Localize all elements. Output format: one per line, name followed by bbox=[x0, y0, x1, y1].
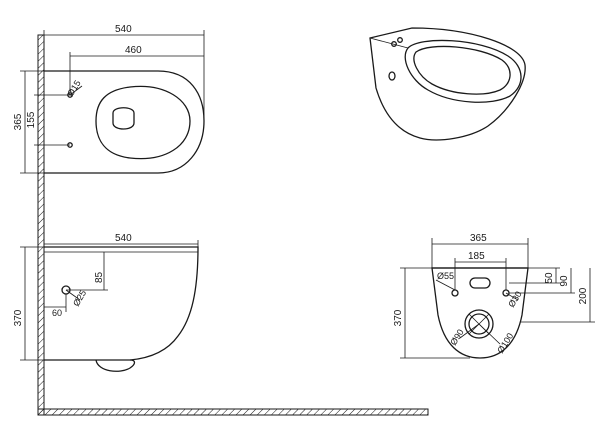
iso-mount-hole-front bbox=[397, 37, 403, 43]
front-view-hole-left bbox=[451, 289, 459, 297]
side-view-dim-inlet: Ø25 bbox=[71, 288, 88, 308]
front-view-dim-50: 50 bbox=[544, 272, 555, 284]
front-view-dim-left-hole: Ø55 bbox=[437, 271, 454, 281]
side-view-dim-540: 540 bbox=[115, 233, 132, 244]
side-view-outline bbox=[44, 246, 199, 361]
iso-body-outline bbox=[369, 27, 526, 141]
iso-side-inlet bbox=[388, 71, 396, 81]
top-view-flush-hole bbox=[112, 107, 135, 130]
side-view-dim-60: 60 bbox=[52, 308, 62, 318]
side-view-dim-370: 370 bbox=[13, 309, 24, 326]
front-view-outline bbox=[431, 267, 529, 359]
front-view-inlet-slot bbox=[469, 277, 491, 289]
iso-rim-inner bbox=[413, 45, 511, 95]
front-view-dim-365: 365 bbox=[470, 233, 487, 244]
front-view-dim-200: 200 bbox=[578, 287, 589, 304]
top-view-seat bbox=[95, 85, 191, 160]
top-view-dim-460: 460 bbox=[125, 45, 142, 56]
front-view-dim-370: 370 bbox=[393, 309, 404, 326]
front-view-outlet bbox=[464, 309, 494, 339]
side-view-dim-85: 85 bbox=[94, 271, 105, 283]
front-view-dim-90: 90 bbox=[559, 275, 570, 287]
top-view-dim-540: 540 bbox=[115, 24, 132, 35]
iso-mount-hole-rear bbox=[391, 41, 397, 47]
front-view-dim-185: 185 bbox=[468, 251, 485, 262]
side-view-outlet-horn bbox=[95, 359, 136, 372]
top-view-bowl-outline bbox=[44, 70, 205, 174]
front-view: 365 185 Ø55 Ø30 Ø100 Ø90 50 90 200 370 bbox=[393, 233, 595, 359]
iso-rim-outer bbox=[404, 39, 522, 103]
wall-section bbox=[37, 34, 429, 416]
side-view: Ø25 540 370 85 60 bbox=[13, 233, 199, 372]
top-view-dim-365: 365 bbox=[13, 113, 24, 130]
front-view-outlet-inner bbox=[468, 313, 490, 335]
front-view-dim-outlet-inner: Ø90 bbox=[448, 327, 465, 347]
iso-view bbox=[369, 27, 526, 141]
front-view-dim-outlet: Ø100 bbox=[495, 331, 515, 355]
top-view-dim-155: 155 bbox=[26, 111, 37, 128]
